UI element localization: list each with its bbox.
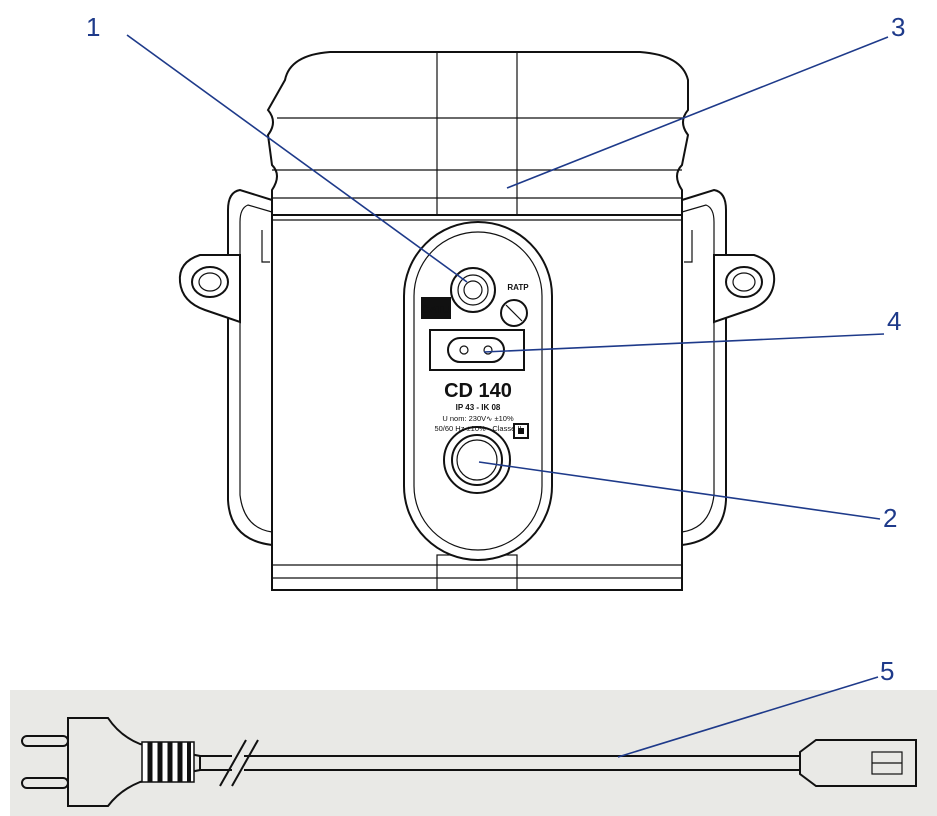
top-connector [450, 267, 496, 313]
leader-line-5 [617, 676, 879, 758]
right-mounting-ear [713, 254, 776, 324]
callout-3: 3 [891, 12, 905, 42]
class-ii-symbol [513, 423, 529, 439]
top-cap [266, 51, 690, 216]
leader-line-1 [126, 34, 468, 283]
leader-line-2 [478, 461, 881, 520]
cable-break-mark [219, 739, 247, 787]
callout-1: 1 [86, 12, 100, 42]
callout-4: 4 [887, 306, 901, 336]
ratings-line-2: U nom: 230V∿ ±10% [442, 414, 514, 423]
ratp-text: RATP [507, 283, 529, 292]
callout-numbers: 1 2 3 4 5 [86, 12, 905, 686]
leader-line-3 [506, 36, 889, 189]
device-body: CATU RATP CD 140 IP 43 - IK 08 U nom: 23… [178, 51, 776, 591]
model-text: CD 140 [444, 380, 512, 402]
output-socket [443, 426, 511, 494]
callout-5: 5 [880, 656, 894, 686]
brand-logo: CATU [421, 297, 451, 319]
ratp-indicator: RATP [500, 283, 529, 327]
ratings-line-3: 50/60 Hz ±10% - Classe II [434, 424, 521, 433]
power-cord [10, 690, 937, 816]
leader-line-4 [483, 333, 885, 353]
plug-grip [141, 741, 195, 783]
callout-2: 2 [883, 503, 897, 533]
right-handle [681, 188, 727, 546]
leader-lines [126, 34, 889, 758]
brand-text: CATU [421, 304, 451, 316]
left-mounting-ear [178, 254, 241, 324]
left-handle [227, 188, 273, 546]
ratings-line-1: IP 43 - IK 08 [456, 403, 501, 412]
appliance-connector [799, 739, 917, 787]
